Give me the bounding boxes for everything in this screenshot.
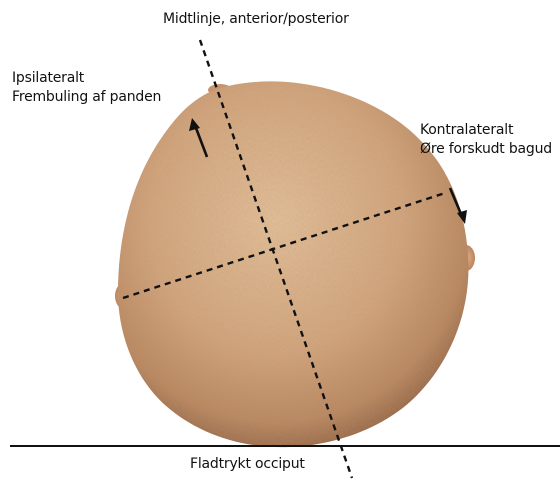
contralateral-label-line1: Kontralateralt <box>420 121 552 140</box>
flattened-occiput-label: Fladtrykt occiput <box>190 455 305 474</box>
midline-label-text: Midtlinje, anterior/posterior <box>163 10 349 29</box>
ipsilateral-label-line2: Frembuling af panden <box>12 88 161 107</box>
contralateral-label-line2: Øre forskudt bagud <box>420 140 552 159</box>
ipsilateral-label-line1: Ipsilateralt <box>12 69 161 88</box>
midline-label: Midtlinje, anterior/posterior <box>163 10 349 29</box>
contralateral-label: Kontralateralt Øre forskudt bagud <box>420 121 552 159</box>
flattened-occiput-label-text: Fladtrykt occiput <box>190 455 305 474</box>
ipsilateral-label: Ipsilateralt Frembuling af panden <box>12 69 161 107</box>
